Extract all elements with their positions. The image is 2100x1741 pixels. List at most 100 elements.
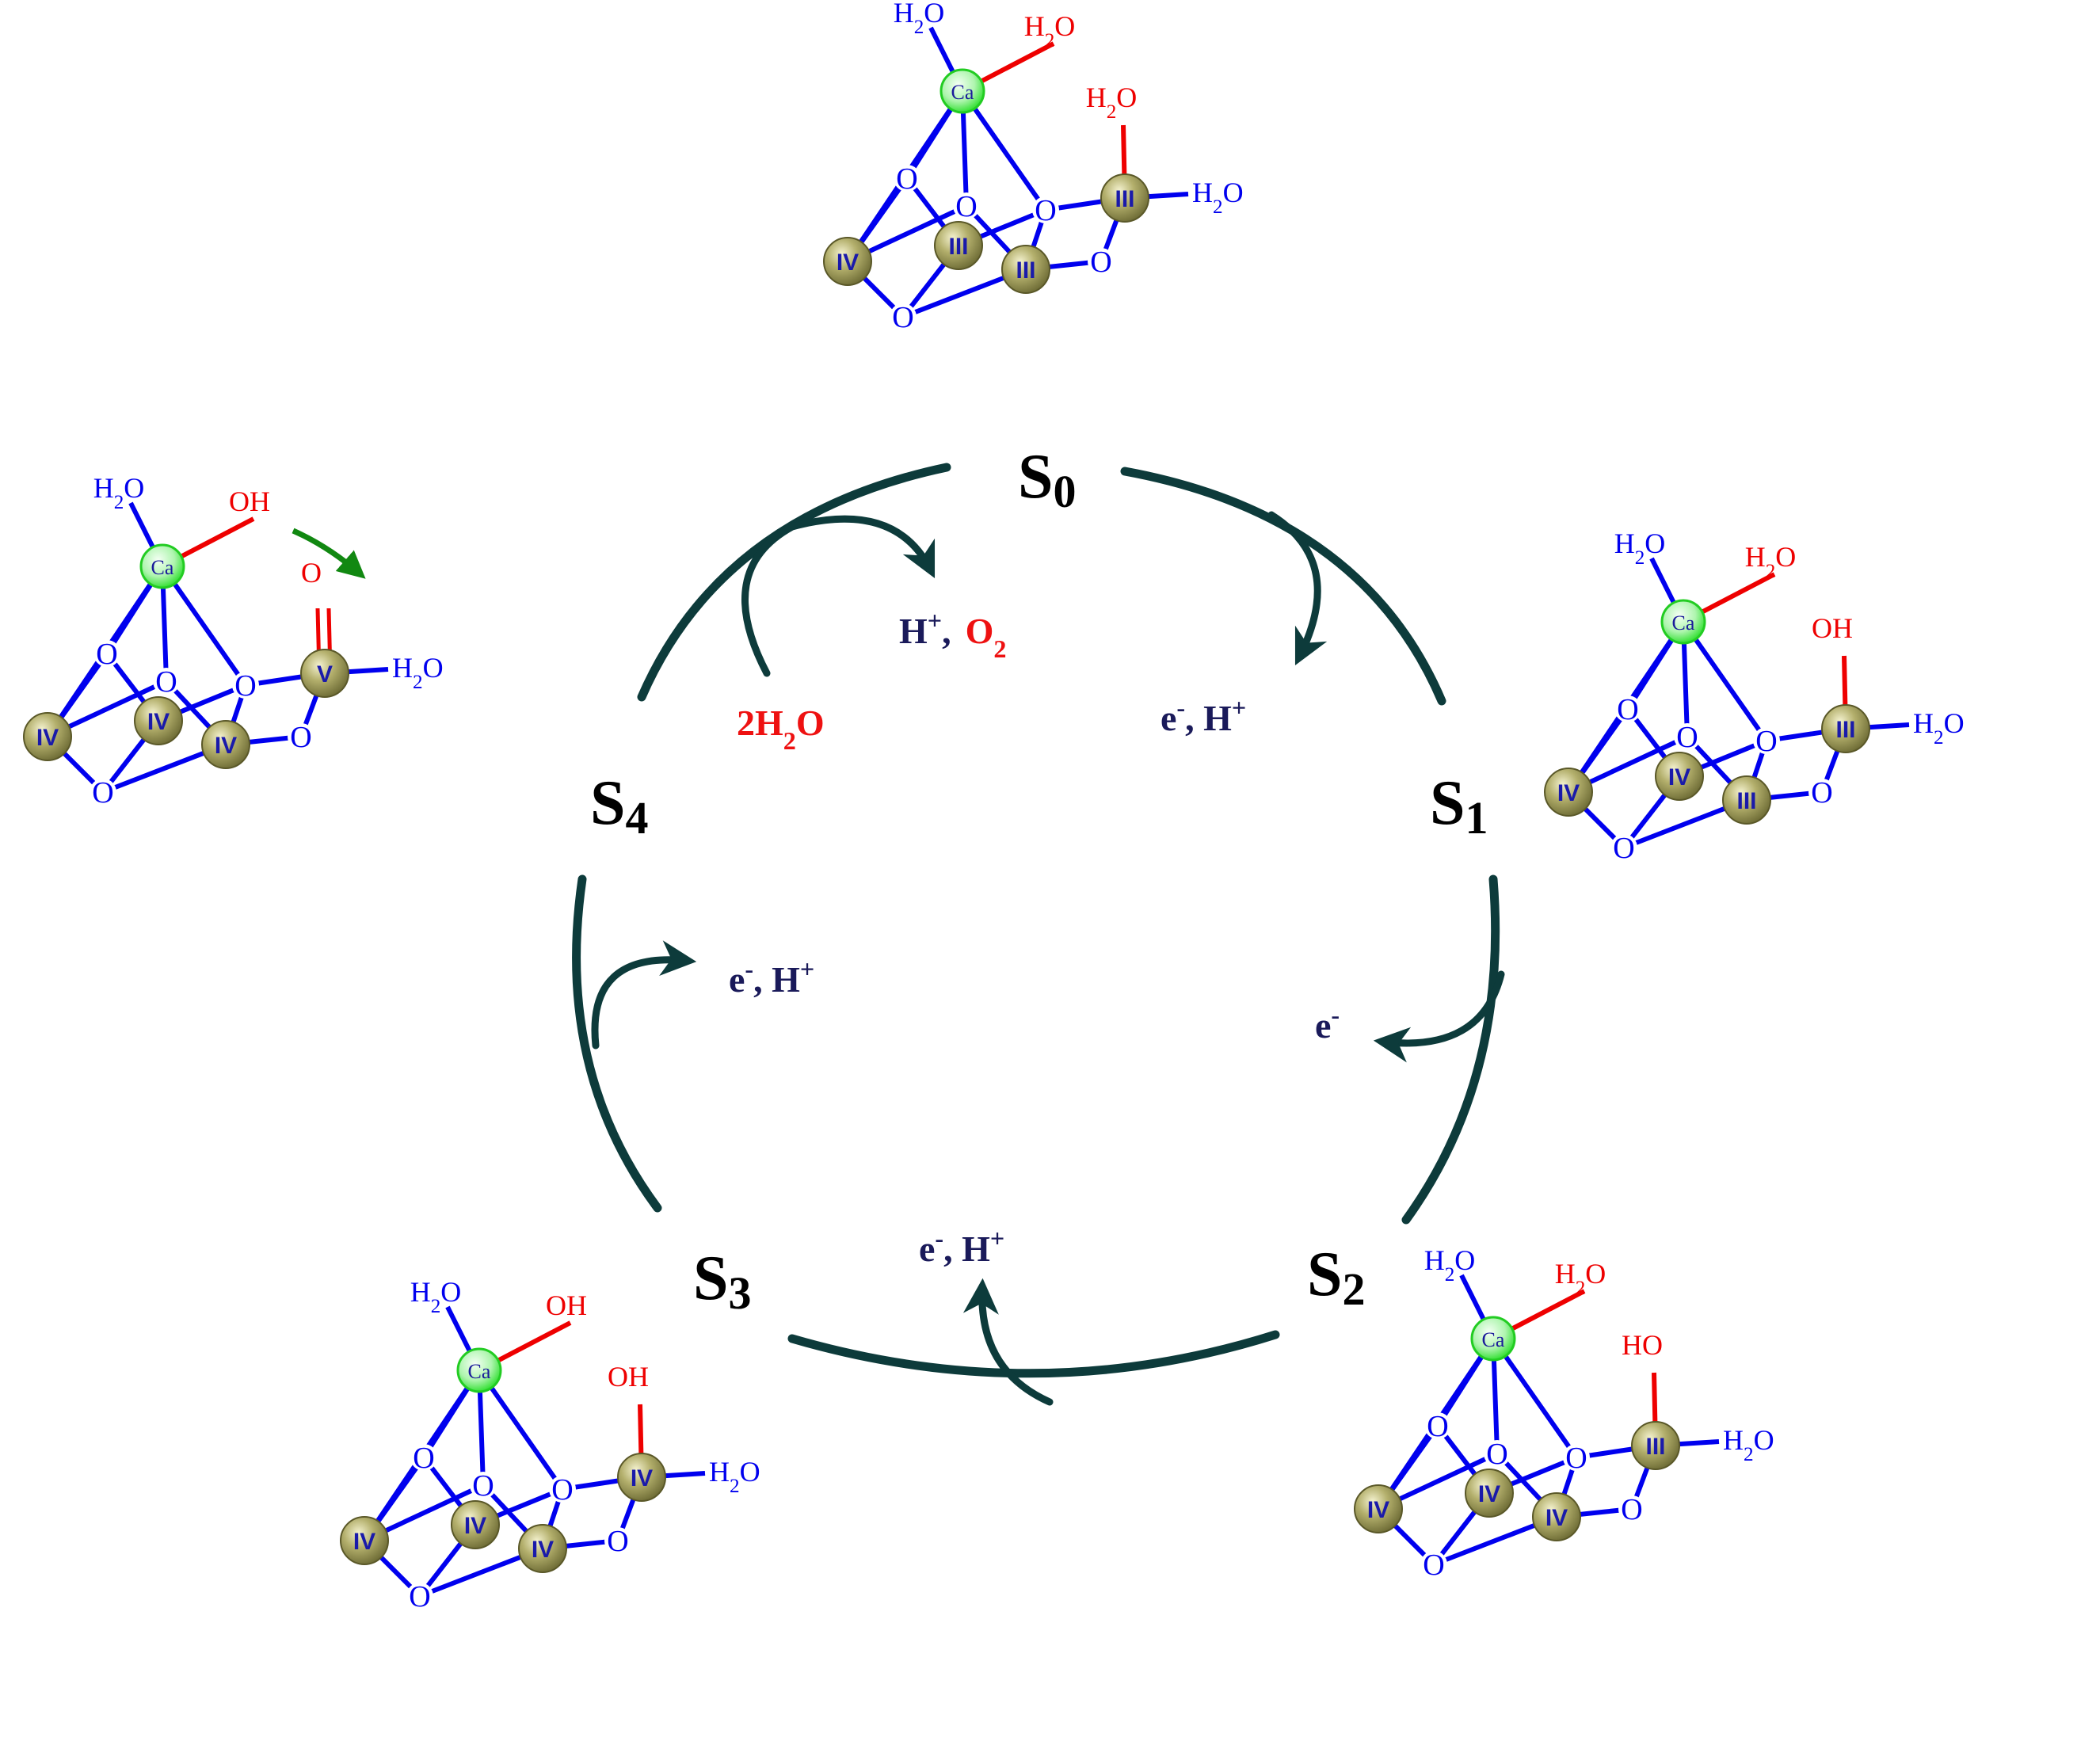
manganese-atom <box>340 1516 389 1565</box>
ligand-label: OH <box>1812 612 1853 644</box>
ligand-label: H2O <box>1424 1244 1476 1286</box>
ligand-label: H2O <box>410 1276 462 1317</box>
manganese-oxidation-label: IV <box>631 1465 653 1491</box>
oxygen-atom-bg <box>90 779 116 806</box>
cycle-arcs <box>572 463 1500 1378</box>
ligand-label: H2O <box>1913 707 1965 749</box>
oxygen-atom-bg <box>1753 727 1780 754</box>
arc-s1-s2 <box>1401 874 1500 1225</box>
label-products: H+,O2 <box>899 606 1007 663</box>
ligand-label: H2O <box>1555 1258 1606 1299</box>
manganese-atom <box>934 221 983 270</box>
oxygen-atom-bg <box>406 1583 433 1610</box>
bond-line <box>477 1368 565 1491</box>
arc-s0-s1 <box>1120 467 1446 706</box>
manganese-atom <box>451 1500 500 1549</box>
oxygen-atom-label: O <box>1427 1410 1448 1443</box>
oxygen-atom-bg <box>1610 834 1637 861</box>
manganese-oxidation-label: IV <box>464 1513 486 1539</box>
manganese-atom <box>1354 1484 1403 1533</box>
state-label-s2: S2 <box>1307 1240 1366 1315</box>
manganese-oxidation-label: IV <box>147 709 170 735</box>
calcium-label: Ca <box>151 556 174 579</box>
manganese-atom <box>1100 173 1149 223</box>
calcium-atom <box>456 1347 502 1393</box>
oxygen-atom-label: O <box>290 721 311 754</box>
oxygen-atom-label: O <box>607 1525 628 1558</box>
oxygen-atom-label: O <box>896 162 917 196</box>
state-label-s1: S1 <box>1430 768 1488 844</box>
ligand-label: H2O <box>1024 10 1076 51</box>
ligand-label: OH <box>608 1361 649 1392</box>
calcium-atom <box>1660 599 1706 645</box>
manganese-oxidation-label: III <box>1016 257 1035 284</box>
ligand-label: H2O <box>894 0 945 38</box>
manganese-oxidation-label: III <box>1736 788 1756 814</box>
oxygen-atom-label: O <box>1755 725 1777 758</box>
state-labels: S0 S1 S2 S3 S4 <box>590 442 1488 1319</box>
oxygen-atom-bg <box>604 1527 631 1554</box>
arc-s2-s3 <box>787 1330 1280 1378</box>
oxygen-atom-bg <box>890 303 917 330</box>
oxygen-atom-label: O <box>1565 1442 1587 1475</box>
ligand-label: H2O <box>1614 528 1666 569</box>
oxygen-atom-bg <box>93 640 120 667</box>
ligand-label: H2O <box>392 652 444 693</box>
manganese-oxidation-label: IV <box>1478 1481 1500 1507</box>
ligand-label: H2O <box>1745 541 1797 582</box>
oxygen-atom-label: O <box>155 665 177 699</box>
oxygen-atom-label: O <box>472 1469 494 1503</box>
calcium-atom <box>139 543 185 589</box>
manganese-oxidation-label: V <box>317 661 333 688</box>
branch-s0-s1 <box>1267 511 1328 666</box>
manganese-oxidation-label: IV <box>1557 780 1580 806</box>
branch-s1-s2 <box>1373 970 1505 1063</box>
oxygen-atom-bg <box>232 672 259 699</box>
manganese-atom <box>617 1453 666 1502</box>
oxygen-atom-label: O <box>551 1473 573 1507</box>
oxygen-atom-bg <box>1808 779 1835 806</box>
manganese-atom <box>300 649 349 698</box>
arc-s3-s4 <box>572 874 662 1213</box>
oxygen-atom-bg <box>953 192 980 219</box>
oxygen-atom-label: O <box>92 776 113 810</box>
manganese-oxidation-label: IV <box>1367 1497 1389 1523</box>
manganese-atom <box>134 696 183 745</box>
green-attack-arrow <box>292 528 366 579</box>
state-label-s3: S3 <box>693 1244 752 1319</box>
oxygen-atom-label: O <box>1613 832 1634 865</box>
branch-arrows <box>591 511 1505 1406</box>
manganese-oxidation-label: IV <box>532 1537 554 1563</box>
oxygen-atom-bg <box>410 1444 437 1471</box>
manganese-atom <box>1655 752 1704 801</box>
oxygen-atom-bg <box>1420 1551 1447 1578</box>
oxygen-atom-bg <box>1424 1412 1451 1439</box>
oxygen-atom-label: O <box>892 301 913 334</box>
manganese-atom <box>518 1524 567 1573</box>
bond-line <box>160 564 248 688</box>
ligand-label: H2O <box>93 472 145 513</box>
calcium-label: Ca <box>1672 611 1695 634</box>
manganese-atom <box>1821 704 1870 753</box>
ligand-label: OH <box>229 486 270 517</box>
ligand-label: H2O <box>709 1456 760 1497</box>
calcium-label: Ca <box>1482 1328 1505 1351</box>
manganese-oxidation-label: IV <box>837 250 859 276</box>
oxygen-atom-label: O <box>1811 776 1832 810</box>
manganese-oxidation-label: IV <box>1545 1505 1568 1531</box>
oxygen-atom-bg <box>1614 695 1641 722</box>
state-label-s0: S0 <box>1018 442 1077 517</box>
oxygen-atom-bg <box>1032 196 1059 223</box>
oxygen-atom-label: O <box>96 638 117 671</box>
label-water-in: 2H2O <box>737 703 825 755</box>
oxygen-atom-label: O <box>955 190 977 223</box>
oxygen-atom-label: O <box>409 1580 430 1613</box>
oxygen-atom-bg <box>1484 1440 1511 1467</box>
manganese-oxidation-label: III <box>948 234 968 260</box>
calcium-atom <box>939 68 985 114</box>
label-s1-s2: e- <box>1315 1000 1340 1046</box>
